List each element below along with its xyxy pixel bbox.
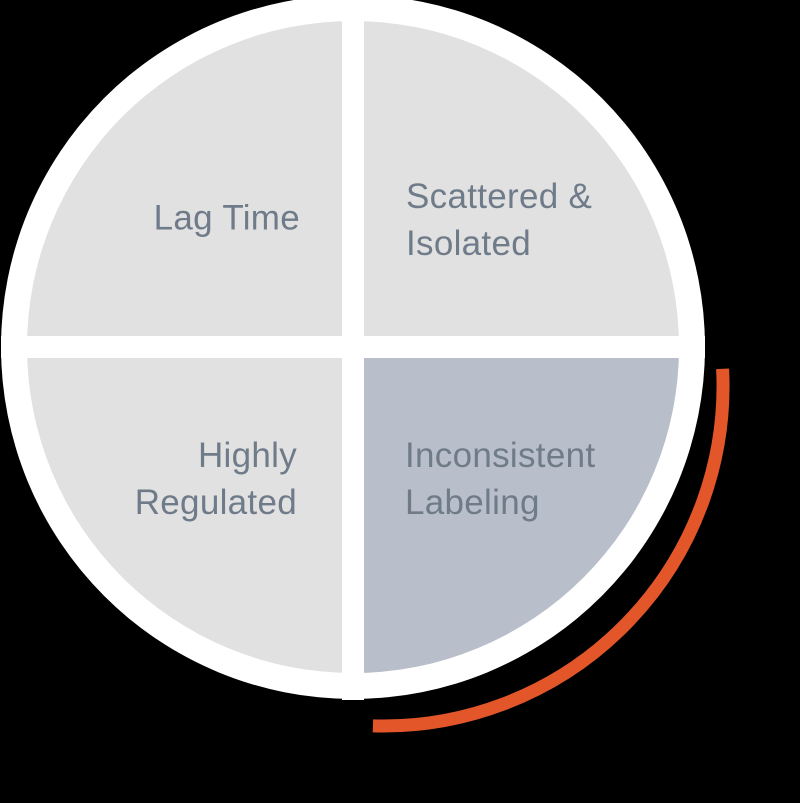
label-line: Scattered & — [406, 177, 593, 216]
quadrant-label-lag-time: Lag Time — [154, 195, 300, 242]
label-line: Regulated — [134, 483, 297, 522]
quadrant-label-inconsistent-labeling: Inconsistent Labeling — [405, 432, 595, 526]
quadrant-label-highly-regulated: Highly Regulated — [135, 432, 297, 526]
label-line: Lag Time — [153, 198, 300, 238]
divider-horizontal — [1, 336, 705, 358]
label-line: Labeling — [405, 483, 540, 522]
label-line: Isolated — [406, 224, 531, 263]
label-line: Inconsistent — [405, 436, 596, 475]
accent-arc — [372, 368, 730, 733]
quadrant-highlight-bottom-right — [353, 347, 679, 673]
quadrant-label-scattered-isolated: Scattered & Isolated — [406, 173, 592, 267]
label-line: Highly — [197, 436, 297, 475]
